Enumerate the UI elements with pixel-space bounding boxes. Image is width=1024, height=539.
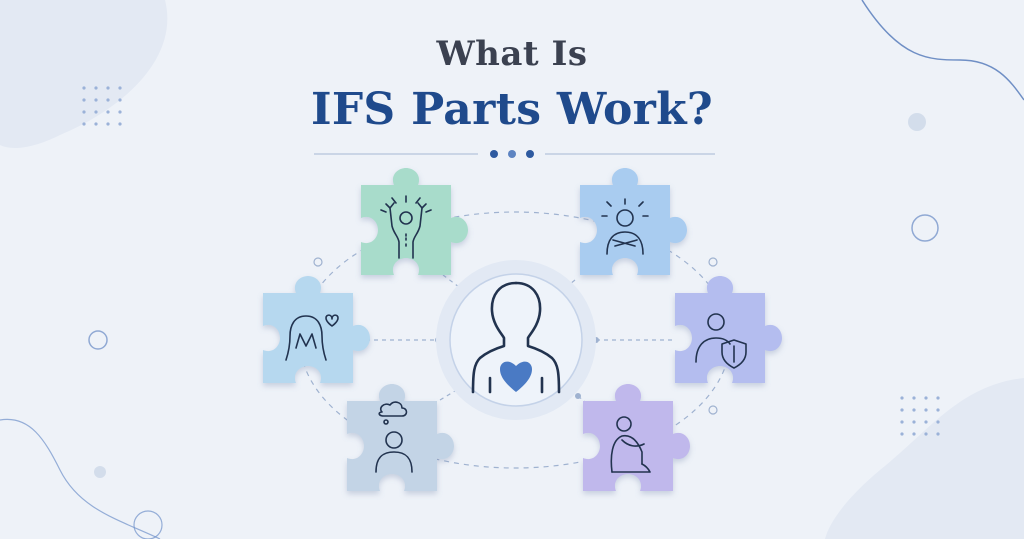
part-piece-top-left — [361, 168, 468, 275]
separator-dot — [490, 150, 498, 158]
orbit-node — [708, 405, 718, 415]
grid-dot — [936, 408, 940, 412]
grid-dot — [118, 98, 122, 102]
orbit-node — [313, 257, 323, 267]
grid-dot — [912, 408, 916, 412]
grid-dot — [900, 408, 904, 412]
grid-dot — [936, 420, 940, 424]
bottom-right-dot-grid — [900, 396, 940, 436]
title-line-2: IFS Parts Work? — [310, 84, 714, 135]
grid-dot — [924, 408, 928, 412]
top-left-blob — [0, 0, 168, 148]
bottom-left-wave-line — [0, 418, 161, 539]
grid-dot — [106, 122, 110, 126]
grid-dot — [118, 122, 122, 126]
bottom-left-ring — [133, 510, 163, 539]
grid-dot — [82, 122, 86, 126]
part-piece-bottom-right — [583, 384, 690, 491]
orbit-node — [708, 257, 718, 267]
grid-dot — [118, 110, 122, 114]
separator-dot — [508, 150, 516, 158]
grid-dot — [106, 98, 110, 102]
right-dot — [908, 113, 926, 131]
separator-dot — [526, 150, 534, 158]
title-line-1: What Is — [436, 34, 588, 74]
grid-dot — [900, 420, 904, 424]
part-piece-middle-left — [263, 276, 370, 383]
grid-dot — [912, 420, 916, 424]
part-piece-bottom-left — [347, 384, 454, 491]
bottom-right-blob — [825, 378, 1024, 539]
grid-dot — [924, 396, 928, 400]
center-self — [436, 260, 596, 420]
grid-dot — [106, 86, 110, 90]
grid-dot — [118, 86, 122, 90]
grid-dot — [82, 86, 86, 90]
left-dot — [94, 466, 106, 478]
grid-dot — [94, 98, 98, 102]
grid-dot — [82, 110, 86, 114]
grid-dot — [936, 396, 940, 400]
left-ring — [88, 330, 108, 350]
grid-dot — [936, 432, 940, 436]
grid-dot — [94, 86, 98, 90]
grid-dot — [900, 396, 904, 400]
grid-dot — [82, 98, 86, 102]
top-right-wave-line — [861, 0, 1024, 101]
part-piece-middle-right — [675, 276, 782, 383]
figure-with-thought-bubble-icon — [375, 401, 413, 473]
hugging-knees-figure-icon — [610, 416, 651, 473]
top-left-dot-grid — [82, 86, 122, 126]
crying-face-with-heart-icon — [285, 314, 339, 361]
figure-with-shield-icon — [695, 313, 747, 369]
heart-icon — [500, 361, 532, 392]
grid-dot — [924, 420, 928, 424]
grid-dot — [94, 122, 98, 126]
grid-dot — [106, 110, 110, 114]
connector-node — [575, 393, 581, 399]
part-piece-top-right — [580, 168, 687, 275]
grid-dot — [94, 110, 98, 114]
distressed-figure-icon — [380, 195, 432, 259]
grid-dot — [912, 432, 916, 436]
grid-dot — [912, 396, 916, 400]
grid-dot — [924, 432, 928, 436]
arms-crossed-figure-icon — [601, 198, 649, 255]
right-ring — [911, 214, 939, 242]
person-with-heart-icon — [471, 281, 561, 394]
grid-dot — [900, 432, 904, 436]
